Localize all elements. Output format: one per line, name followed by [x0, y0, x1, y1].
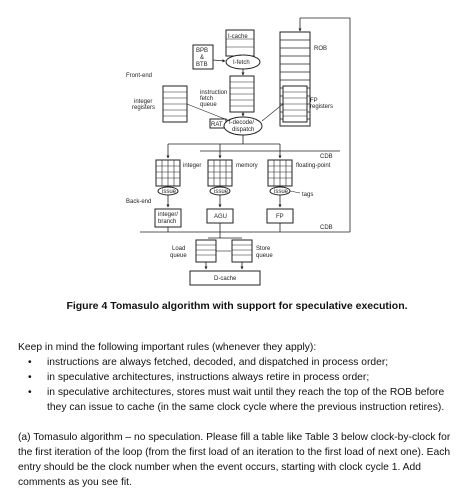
tomasulo-diagram: ROB I-cache BPB & BTB I-fetch Front-end … [126, 17, 351, 286]
svg-text:AGU: AGU [214, 214, 227, 220]
list-item: •in speculative architectures, instructi… [28, 372, 370, 383]
svg-text:FP: FP [276, 214, 284, 220]
cdb-top-label: CDB [320, 154, 333, 160]
question-a: (a) Tomasulo algorithm – no speculation.… [18, 432, 451, 488]
svg-text:registers: registers [132, 105, 155, 111]
svg-text:queue: queue [256, 253, 273, 259]
svg-text:issue: issue [274, 189, 289, 195]
svg-text:&: & [200, 55, 204, 61]
svg-text:issue: issue [214, 189, 229, 195]
bpb-btb: BPB & BTB [192, 44, 214, 70]
instruction-fetch-queue: instruction fetch queue [200, 75, 255, 113]
svg-text:integer: integer [183, 163, 201, 169]
tags-label: tags [302, 192, 313, 198]
svg-text:floating-point: floating-point [296, 163, 331, 169]
integer-branch-unit: integer/ branch [154, 208, 182, 228]
frontend-label: Front-end [126, 73, 152, 79]
svg-text:fetch: fetch [200, 96, 213, 102]
svg-text:registers: registers [310, 104, 333, 110]
svg-text:instruction: instruction [200, 90, 227, 96]
svg-text:RAT: RAT [211, 122, 223, 128]
svg-text:branch: branch [158, 219, 176, 225]
svg-text:D-cache: D-cache [214, 276, 237, 282]
rules-intro: Keep in mind the following important rul… [18, 342, 317, 353]
list-item: •in speculative architectures, stores mu… [28, 387, 445, 413]
svg-text:memory: memory [236, 163, 258, 169]
list-item: •instructions are always fetched, decode… [28, 357, 389, 368]
svg-text:issue: issue [162, 189, 177, 195]
cdb-bottom-label: CDB [320, 225, 333, 231]
rules-list: •instructions are always fetched, decode… [18, 355, 464, 415]
svg-text:integer/: integer/ [158, 212, 178, 218]
svg-text:I-fetch: I-fetch [233, 60, 250, 66]
figure-caption: Figure 4 Tomasulo algorithm with support… [66, 300, 408, 312]
fp-registers: FP registers [282, 85, 333, 123]
svg-text:queue: queue [200, 102, 217, 108]
agu: AGU [206, 208, 234, 224]
svg-text:BTB: BTB [196, 62, 208, 68]
integer-registers: integer registers [132, 85, 188, 123]
svg-text:integer: integer [134, 99, 152, 105]
dcache: D-cache [189, 270, 261, 286]
icache-label: I-cache [228, 34, 248, 40]
svg-text:FP: FP [310, 98, 318, 104]
svg-text:BPB: BPB [196, 48, 208, 54]
store-queue: Store queue [231, 239, 273, 263]
backend-label: Back-end [126, 199, 151, 205]
svg-text:dispatch: dispatch [232, 127, 254, 133]
icache: I-cache [225, 29, 255, 57]
rs-memory: memory [207, 159, 258, 187]
svg-text:Store: Store [256, 246, 271, 252]
svg-text:I-decode/: I-decode/ [229, 120, 254, 126]
rob-label: ROB [314, 46, 327, 52]
load-queue: Load queue [170, 239, 217, 263]
rs-integer: integer [155, 159, 201, 187]
rs-floating-point: floating-point [267, 159, 331, 187]
decode-dispatch: I-decode/ dispatch [223, 116, 263, 136]
svg-text:queue: queue [170, 253, 187, 259]
ifetch: I-fetch [225, 54, 261, 70]
fp-unit: FP [266, 208, 294, 224]
svg-text:Load: Load [172, 246, 185, 252]
